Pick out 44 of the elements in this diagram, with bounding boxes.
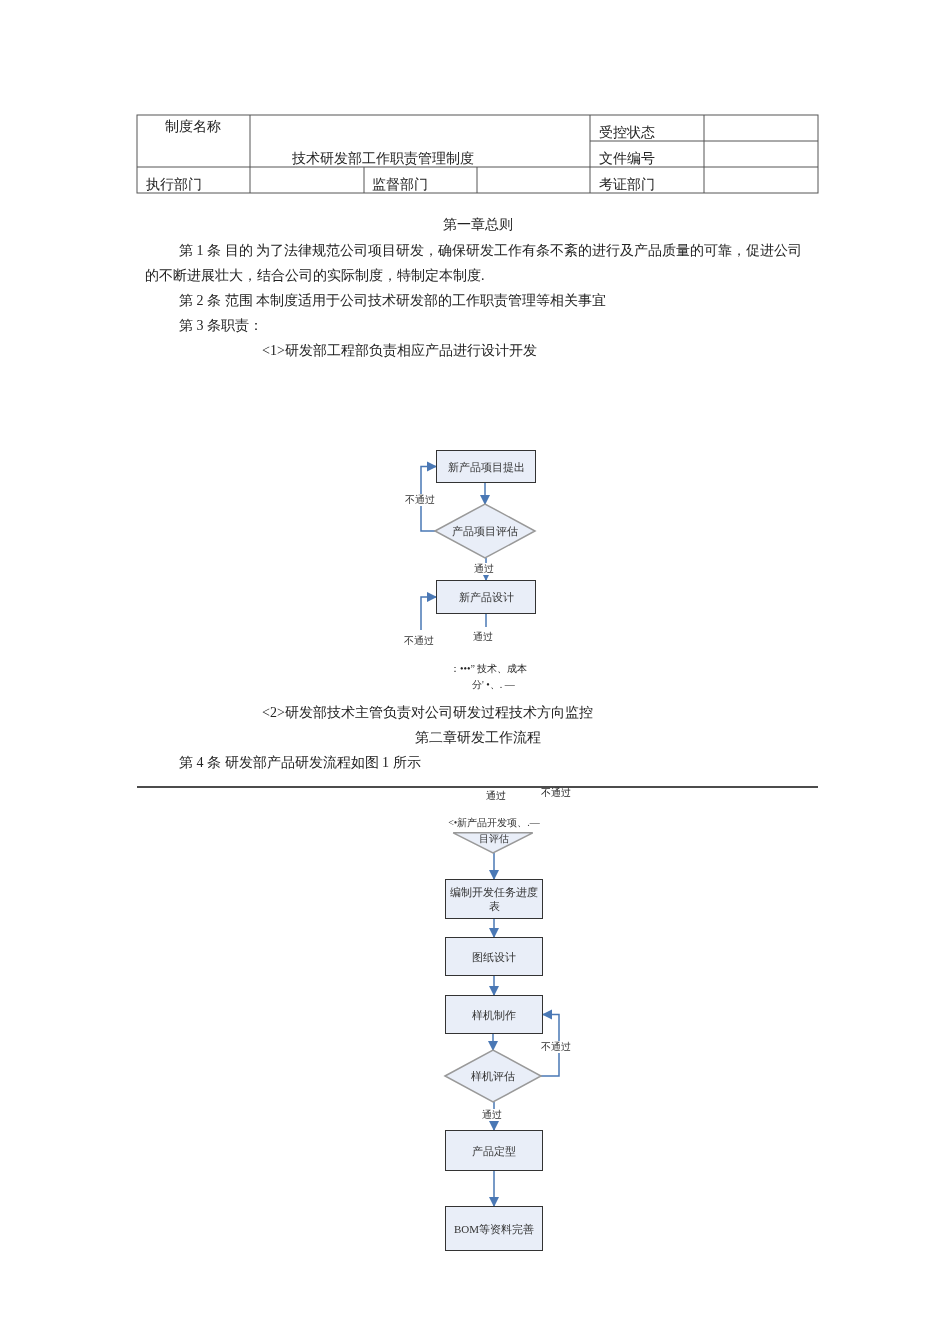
paragraph: 第 4 条 研发部产品研发流程如图 1 所示 <box>179 754 421 772</box>
arrow <box>488 918 500 939</box>
paragraph: 第 3 条职责： <box>179 317 263 335</box>
arrow <box>420 591 438 631</box>
process-box: 样机制作 <box>445 995 543 1034</box>
table-cell-text: 执行部门 <box>146 176 202 194</box>
chapter-heading: 第一章总则 <box>443 216 513 234</box>
process-box: 产品定型 <box>445 1130 543 1171</box>
arrow <box>487 1033 499 1052</box>
arrow <box>488 1170 500 1208</box>
process-box: 编制开发任务进度表 <box>445 879 543 919</box>
process-box: 新产品项目提出 <box>436 450 536 483</box>
arrow <box>488 852 500 881</box>
paragraph: 第 1 条 目的 为了法律规范公司项目研发，确保研发工作有条不紊的进行及产品质量的可靠，促进公司的不断进展壮大，结合公司的实际制度，特制定本制度. <box>145 242 803 285</box>
garbled-text: 分' •、. — <box>472 678 515 692</box>
connector-line <box>485 613 487 628</box>
table-cell-text: 文件编号 <box>599 150 655 168</box>
chapter-heading: 第二章研发工作流程 <box>415 729 541 747</box>
arrow <box>540 1009 560 1077</box>
flow-label: 不通过 <box>541 786 571 800</box>
edge-label: 通过 <box>473 631 493 643</box>
edge-label: 通过 <box>474 563 494 575</box>
paragraph: <2>研发部技术主管负责对公司研发过程技术方向监控 <box>262 704 593 722</box>
table-cell-text: 受控状态 <box>599 124 655 142</box>
edge-label: 通过 <box>482 1109 502 1121</box>
process-box: BOM等资料完善 <box>445 1206 543 1251</box>
table-cell-text: 制度名称 <box>165 118 221 136</box>
arrow <box>420 461 438 532</box>
table-cell-text: 监督部门 <box>372 176 428 194</box>
paragraph: 第 2 条 范围 本制度适用于公司技术研发部的工作职责管理等相关事宜 <box>179 292 606 310</box>
edge-label: 不通过 <box>405 494 435 506</box>
paragraph: <1>研发部工程部负责相应产品进行设计开发 <box>262 342 537 360</box>
edge-label: 不通过 <box>404 635 434 647</box>
process-box: 新产品设计 <box>436 580 536 614</box>
garbled-text: ：•••” 技术、成本 <box>450 662 528 676</box>
arrow <box>479 482 491 506</box>
edge-label: 不通过 <box>541 1041 571 1053</box>
arrow <box>488 975 500 997</box>
decision-diamond: 产品项目评估 <box>435 504 535 558</box>
process-box: 图纸设计 <box>445 937 543 976</box>
decision-diamond: 样机评估 <box>445 1050 541 1102</box>
table-cell-text: 考证部门 <box>599 176 655 194</box>
table-cell-text: 技术研发部工作职责管理制度 <box>292 150 474 168</box>
flow-label: 通过 <box>486 789 506 803</box>
